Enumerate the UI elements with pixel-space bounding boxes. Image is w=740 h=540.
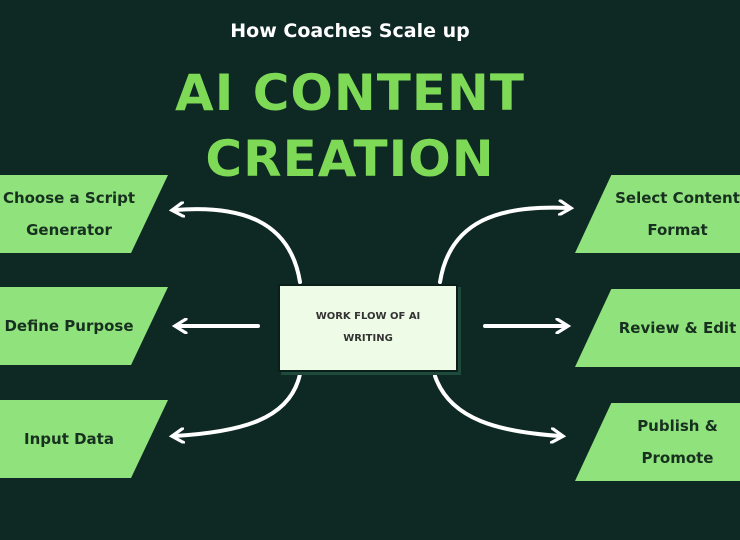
arrow-right-bottom <box>433 374 560 436</box>
step-publish-promote: Publish & Promote <box>575 403 740 481</box>
step-label: Review & Edit <box>618 319 737 337</box>
center-box: WORK FLOW OF AI WRITING <box>278 284 458 372</box>
step-label: Define Purpose <box>4 317 134 335</box>
center-label: WORK FLOW OF AI WRITING <box>315 311 421 344</box>
subtitle: How Coaches Scale up <box>230 20 470 42</box>
step-label: Select Content Format <box>615 189 740 239</box>
title-line-1: AI CONTENT <box>175 64 525 122</box>
arrow-left-bottom <box>175 372 302 436</box>
step-label: Input Data <box>24 430 114 448</box>
step-review-edit: Review & Edit <box>575 289 740 367</box>
title-line-2: CREATION <box>205 130 495 188</box>
arrow-right-top <box>438 208 568 284</box>
step-label: Choose a Script Generator <box>2 189 136 239</box>
arrow-left-top <box>175 209 302 284</box>
step-label: Publish & Promote <box>637 417 718 467</box>
